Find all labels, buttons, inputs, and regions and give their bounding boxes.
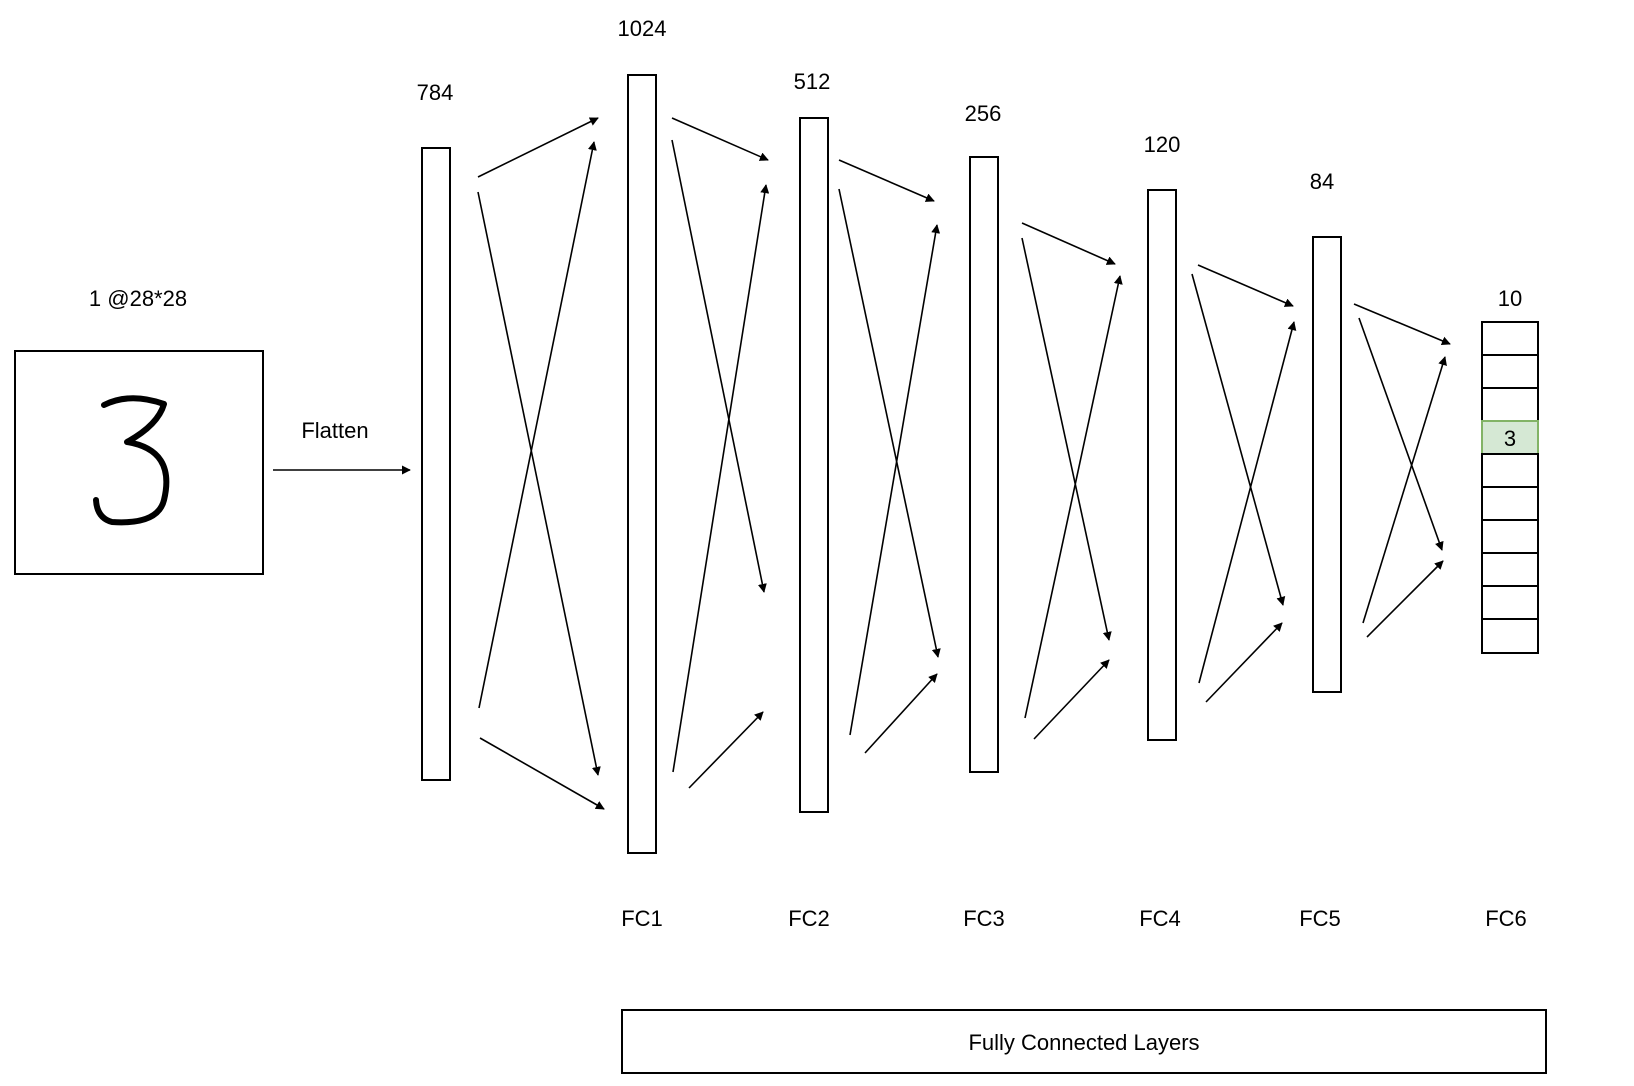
fc5-bar [1312, 236, 1342, 693]
fc5-size: 84 [1310, 169, 1334, 194]
connection-arrow [838, 188, 941, 658]
connection-arrow [1033, 659, 1110, 740]
output-cell [1481, 354, 1539, 389]
output-highlight-label: 3 [1504, 426, 1516, 451]
fc1-bar [627, 74, 657, 854]
connection-arrow [477, 191, 601, 776]
connection-arrow [1358, 317, 1444, 551]
fc2-label: FC2 [788, 906, 830, 931]
output-cell [1481, 486, 1539, 521]
fc3-size: 256 [965, 101, 1002, 126]
connection-arrow [1021, 222, 1116, 265]
fc3-bar [969, 156, 999, 773]
connection-arrow [688, 711, 764, 789]
flat-layer-bar [421, 147, 451, 781]
connection-arrow [1353, 303, 1451, 346]
connection-arrows [477, 117, 1451, 810]
fc6-label: FC6 [1485, 906, 1527, 931]
fc3-label: FC3 [963, 906, 1005, 931]
connection-arrow [1362, 356, 1447, 624]
fc1-size: 1024 [618, 16, 667, 41]
connection-arrow [1205, 622, 1283, 703]
connection-arrow [1198, 321, 1297, 684]
flatten-label: Flatten [301, 418, 368, 443]
input-size-label: 1 @28*28 [89, 286, 187, 311]
handwritten-digit [93, 395, 170, 526]
input-image-box [14, 350, 264, 575]
fc2-bar [799, 117, 829, 813]
output-cell [1481, 552, 1539, 587]
connection-arrow [671, 117, 769, 161]
fc5-label: FC5 [1299, 906, 1341, 931]
output-cell [1481, 387, 1539, 422]
fc4-size: 120 [1144, 132, 1181, 157]
output-cell [1481, 618, 1539, 654]
connection-arrow [671, 139, 767, 593]
fc4-label: FC4 [1139, 906, 1181, 931]
output-layer: 3 [1481, 321, 1539, 654]
connection-arrow [477, 117, 599, 178]
connection-arrow [1366, 560, 1444, 638]
connection-arrow [479, 737, 605, 810]
connection-arrow [672, 184, 770, 773]
output-cell [1481, 585, 1539, 620]
connection-arrow [1191, 273, 1286, 606]
fully-connected-group-box [621, 1009, 1547, 1074]
output-cell [1481, 519, 1539, 554]
connection-arrow [864, 673, 938, 754]
fc4-bar [1147, 189, 1177, 741]
connection-arrow [1024, 275, 1123, 719]
output-cell-highlighted [1481, 420, 1539, 455]
connection-arrow [1197, 264, 1294, 307]
fc6-size: 10 [1498, 286, 1522, 311]
connection-arrow [838, 159, 935, 202]
connection-arrow [478, 141, 597, 709]
connection-arrow [1021, 237, 1112, 641]
fc1-label: FC1 [621, 906, 663, 931]
fully-connected-group-label: Fully Connected Layers [968, 1030, 1199, 1055]
connection-arrow [849, 224, 941, 736]
output-cell [1481, 321, 1539, 356]
output-cell [1481, 453, 1539, 488]
flat-layer-size: 784 [417, 80, 454, 105]
fc2-size: 512 [794, 69, 831, 94]
